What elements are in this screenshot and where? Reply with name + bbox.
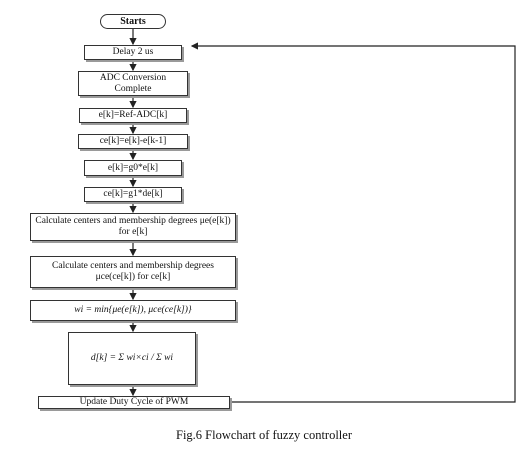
- step-scale-error: e[k]=g0*e[k]: [84, 160, 182, 176]
- step-membership-ce-label: Calculate centers and membership degrees…: [52, 261, 214, 282]
- start-label: Starts: [120, 16, 146, 27]
- step-rule-weight-label: wi = min{μe(e[k]), μce(ce[k])}: [74, 305, 192, 315]
- figure-caption: Fig.6 Flowchart of fuzzy controller: [176, 428, 352, 442]
- step-error: e[k]=Ref-ADC[k]: [79, 108, 187, 123]
- step-delay: Delay 2 us: [84, 45, 182, 60]
- step-delay-label: Delay 2 us: [112, 47, 154, 57]
- step-adc-conversion: ADC Conversion Complete: [78, 71, 188, 96]
- step-scale-error-label: e[k]=g0*e[k]: [107, 162, 159, 173]
- start-terminal: Starts: [100, 14, 166, 29]
- step-rule-weight: wi = min{μe(e[k]), μce(ce[k])}: [30, 300, 236, 321]
- step-update-pwm-label: Update Duty Cycle of PWM: [79, 397, 189, 407]
- step-membership-e-label: Calculate centers and membership degrees…: [35, 216, 231, 237]
- step-membership-e: Calculate centers and membership degrees…: [30, 213, 236, 241]
- step-scale-change-label: ce[k]=g1*de[k]: [103, 189, 163, 199]
- feedback-loop-line: [190, 42, 516, 403]
- step-membership-ce: Calculate centers and membership degrees…: [30, 256, 236, 288]
- step-error-change: ce[k]=e[k]-e[k-1]: [78, 134, 188, 149]
- step-defuzzify-label: d[k] = Σ wi×ci / Σ wi: [90, 353, 174, 363]
- step-error-change-label: ce[k]=e[k]-e[k-1]: [99, 136, 167, 146]
- step-error-label: e[k]=Ref-ADC[k]: [98, 110, 168, 120]
- step-scale-change: ce[k]=g1*de[k]: [84, 187, 182, 202]
- step-defuzzify: d[k] = Σ wi×ci / Σ wi: [68, 332, 196, 385]
- step-adc-conversion-label: ADC Conversion Complete: [99, 72, 167, 94]
- step-update-pwm: Update Duty Cycle of PWM: [38, 396, 230, 409]
